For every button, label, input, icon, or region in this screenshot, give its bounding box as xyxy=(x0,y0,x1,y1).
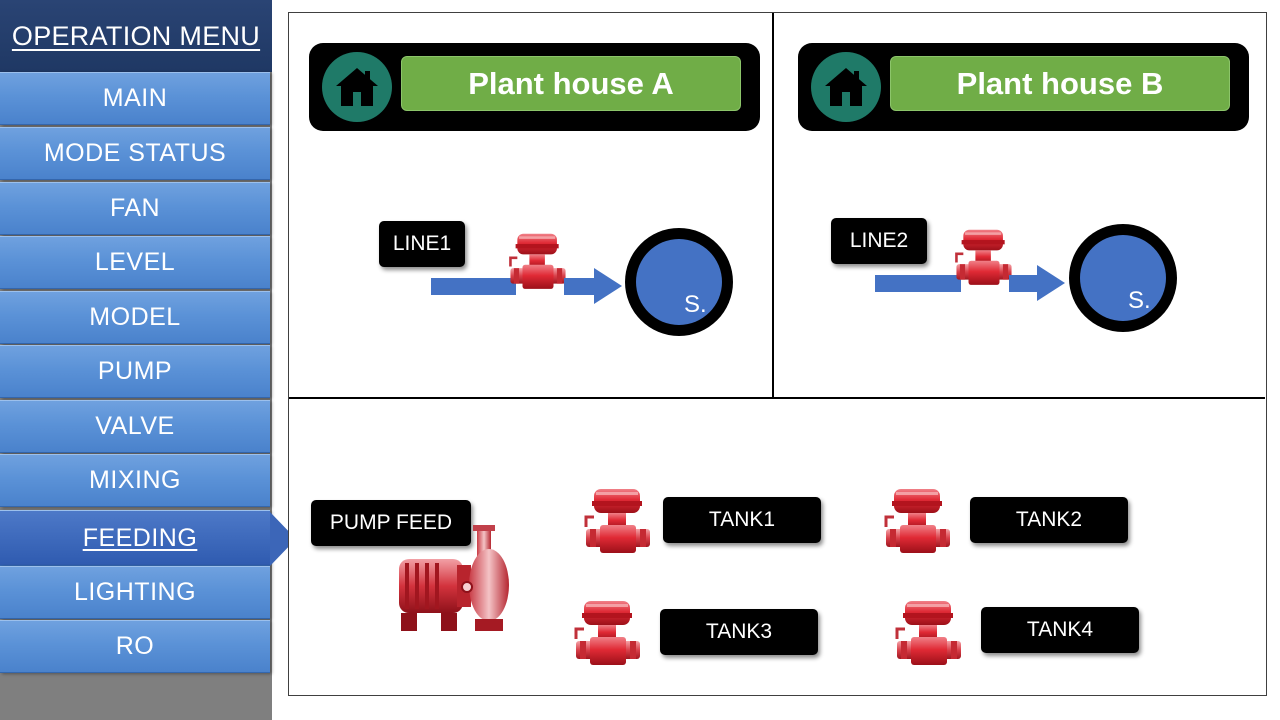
feeding-panel: Plant house A LINE1 S. Plant house B LIN… xyxy=(288,12,1267,696)
menu-item-mixing[interactable]: MIXING xyxy=(0,454,270,507)
line2-sensor-label: S. xyxy=(1128,287,1151,314)
menu-item-main[interactable]: MAIN xyxy=(0,72,270,125)
tank2-valve-icon[interactable] xyxy=(882,487,954,559)
plant-house-a-title[interactable]: Plant house A xyxy=(401,56,741,111)
line2-pipe-in xyxy=(875,275,961,292)
menu-item-valve[interactable]: VALVE xyxy=(0,400,270,453)
centrifugal-pump-icon[interactable] xyxy=(397,525,513,637)
pump-feed-label[interactable]: PUMP FEED xyxy=(311,500,471,546)
menu-item-ro[interactable]: RO xyxy=(0,620,270,673)
tank4-label[interactable]: TANK4 xyxy=(981,607,1139,653)
plant-house-b-banner: Plant house B xyxy=(798,43,1249,131)
line2-flow-arrow-icon xyxy=(1037,265,1065,301)
tank4-valve-icon[interactable] xyxy=(893,599,965,671)
menu-item-pump[interactable]: PUMP xyxy=(0,345,270,398)
menu-item-lighting[interactable]: LIGHTING xyxy=(0,566,270,619)
line1-pipe-in xyxy=(431,278,516,295)
line2-valve-icon[interactable] xyxy=(953,223,1015,295)
menu-item-model[interactable]: MODEL xyxy=(0,291,270,344)
house-icon[interactable] xyxy=(811,52,881,122)
line1-sensor-icon[interactable]: S. xyxy=(625,228,733,336)
tank1-label[interactable]: TANK1 xyxy=(663,497,821,543)
menu-item-fan[interactable]: FAN xyxy=(0,182,270,235)
line2-label[interactable]: LINE2 xyxy=(831,218,927,264)
operation-menu-sidebar: OPERATION MENU MAIN MODE STATUS FAN LEVE… xyxy=(0,0,272,720)
line1-valve-icon[interactable] xyxy=(507,227,569,299)
tank2-label[interactable]: TANK2 xyxy=(970,497,1128,543)
plant-house-b-title[interactable]: Plant house B xyxy=(890,56,1230,111)
operation-menu-header: OPERATION MENU xyxy=(0,0,272,72)
line1-flow-arrow-icon xyxy=(594,268,622,304)
line2-sensor-icon[interactable]: S. xyxy=(1069,224,1177,332)
panel-divider-horizontal xyxy=(289,397,1265,399)
menu-item-level[interactable]: LEVEL xyxy=(0,236,270,289)
line1-sensor-label: S. xyxy=(684,291,707,318)
panel-divider-vertical xyxy=(772,13,774,398)
line1-pipe-out xyxy=(564,278,598,295)
menu-item-feeding[interactable]: FEEDING xyxy=(0,510,270,566)
tank3-label[interactable]: TANK3 xyxy=(660,609,818,655)
menu-item-mode-status[interactable]: MODE STATUS xyxy=(0,127,270,180)
house-icon[interactable] xyxy=(322,52,392,122)
tank1-valve-icon[interactable] xyxy=(582,487,654,559)
line2-pipe-out xyxy=(1009,275,1039,292)
plant-house-a-banner: Plant house A xyxy=(309,43,760,131)
line1-label[interactable]: LINE1 xyxy=(379,221,465,267)
tank3-valve-icon[interactable] xyxy=(572,599,644,671)
